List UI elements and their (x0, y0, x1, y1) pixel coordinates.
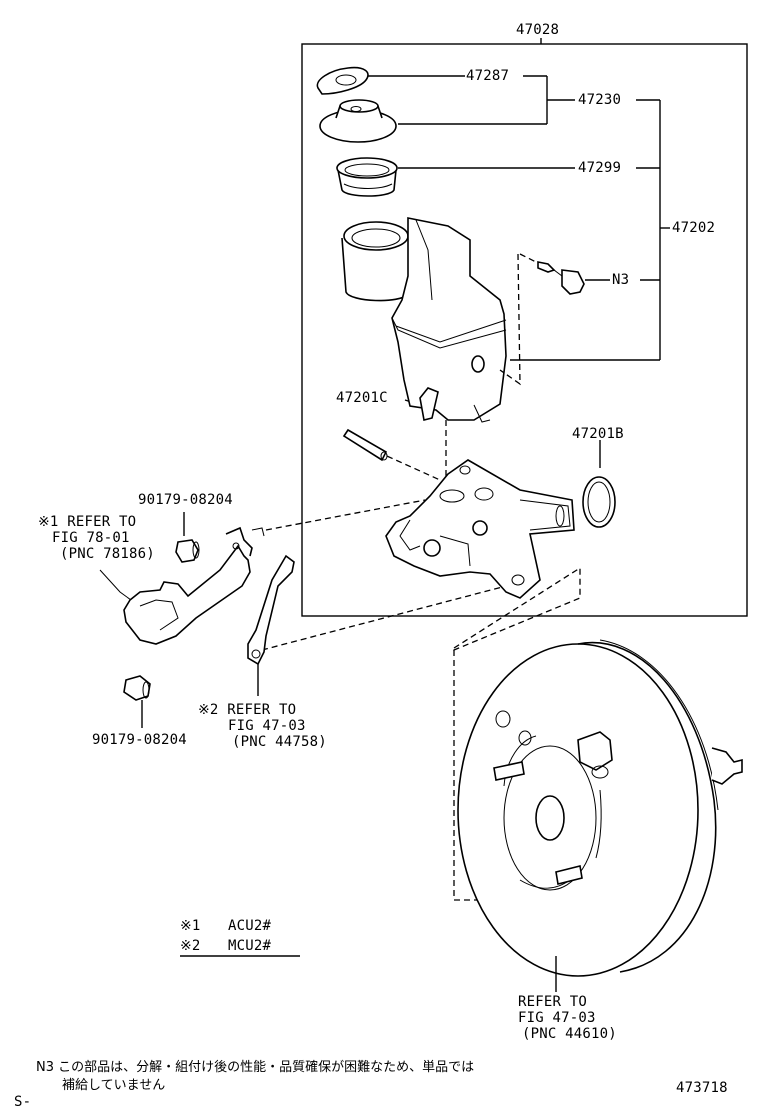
reservoir-47202 (341, 217, 507, 423)
legend-row1-mark: ※1 (180, 918, 201, 934)
gasket-47287 (316, 66, 369, 95)
label-ref2-line1: ※2 REFER TO (198, 702, 297, 718)
label-47028: 47028 (516, 22, 560, 38)
label-ref1-line1: ※1 REFER TO (38, 514, 137, 530)
pin-47201c (342, 428, 388, 462)
dashed-guides (261, 253, 581, 901)
label-ref1-line2: FIG 78-01 (52, 530, 130, 546)
o-ring-47201b (582, 476, 616, 528)
assembly-47028-frame (301, 43, 748, 617)
label-booster-line3: (PNC 44610) (522, 1026, 617, 1042)
label-booster-line1: REFER TO (518, 994, 588, 1010)
nut-lower (123, 675, 151, 728)
label-47287: 47287 (466, 68, 510, 84)
link-ref2 (247, 554, 295, 696)
label-nut-bottom: 90179-08204 (92, 732, 187, 748)
label-47230: 47230 (578, 92, 622, 108)
strainer-47299 (336, 157, 398, 197)
brake-booster (457, 639, 743, 992)
label-ref2-line3: (PNC 44758) (232, 734, 327, 750)
legend-row2-mark: ※2 (180, 938, 201, 954)
label-ref1-line3: (PNC 78186) (60, 546, 155, 562)
cap-47230 (319, 99, 397, 143)
legend-row1-value: ACU2# (228, 918, 272, 934)
corner-mark: S- (14, 1094, 32, 1110)
label-booster-line2: FIG 47-03 (518, 1010, 596, 1026)
leader-lines (367, 75, 670, 468)
label-47201b: 47201B (572, 426, 624, 442)
legend-row2-value: MCU2# (228, 938, 272, 954)
connector-n3 (537, 261, 585, 295)
label-47201c: 47201C (336, 390, 388, 406)
label-ref2-line2: FIG 47-03 (228, 718, 306, 734)
master-cylinder-body (385, 459, 575, 599)
nut-upper (175, 512, 200, 563)
label-n3: N3 (612, 272, 630, 288)
label-47299: 47299 (578, 160, 622, 176)
label-nut-top: 90179-08204 (138, 492, 233, 508)
diagram-number: 473718 (676, 1080, 728, 1096)
footer-note-line1: N3 この部品は、分解・組付け後の性能・品質確保が困難なため、単品では (36, 1060, 475, 1075)
bracket-ref1 (99, 526, 265, 645)
footer-note-line2: 補給していません (62, 1078, 166, 1093)
label-47202: 47202 (672, 220, 716, 236)
